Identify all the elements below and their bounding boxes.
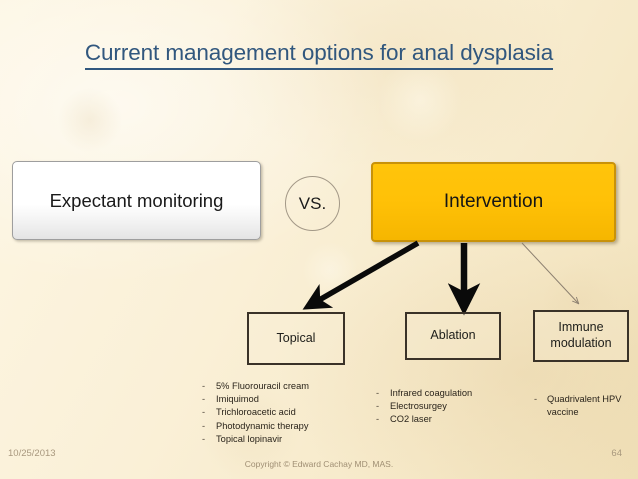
list-item: - Topical lopinavir — [202, 433, 362, 446]
list-item: - Quadrivalent HPV vaccine — [534, 393, 638, 419]
bullet-dash: - — [534, 394, 538, 404]
list-item: - Electrosurgey — [376, 400, 526, 413]
topical-items-list: - 5% Fluorouracil cream - Imiquimod - Tr… — [202, 380, 362, 446]
immune-modulation-items-list: - Quadrivalent HPV vaccine — [534, 393, 638, 419]
list-item-text: 5% Fluorouracil cream — [216, 381, 310, 391]
slide-title-text: Current management options for anal dysp… — [84, 40, 553, 70]
list-item-text: Photodynamic therapy — [216, 420, 309, 431]
bullet-dash: - — [376, 414, 380, 425]
footer-page-number: 64 — [611, 448, 622, 459]
topical-label: Topical — [276, 330, 316, 345]
slide-title: Current management options for anal dysp… — [0, 40, 638, 70]
list-item-text: CO2 laser — [390, 414, 432, 425]
footer-date: 10/25/2013 — [8, 448, 56, 459]
list-item: - Infrared coagulation — [376, 387, 526, 400]
bullet-dash: - — [376, 388, 380, 398]
arrow-to-topical — [302, 240, 420, 310]
list-item: - 5% Fluorouracil cream — [202, 380, 362, 393]
topical-box[interactable]: Topical — [247, 312, 345, 365]
list-item-text: Trichloroacetic acid — [216, 407, 296, 418]
list-item: - Imiquimod — [202, 393, 362, 406]
immune-modulation-label: Immune modulation — [550, 320, 612, 350]
immune-modulation-box[interactable]: Immune modulation — [533, 310, 629, 362]
bullet-dash: - — [202, 420, 206, 431]
list-item-text: Infrared coagulation — [390, 388, 473, 398]
versus-label: VS. — [298, 193, 327, 213]
expectant-monitoring-label: Expectant monitoring — [49, 189, 224, 211]
bullet-dash: - — [202, 394, 206, 405]
expectant-monitoring-box[interactable]: Expectant monitoring — [12, 161, 261, 240]
footer-copyright: Copyright © Edward Cachay MD, MAS. — [244, 459, 394, 469]
arrow-to-immune-modulation — [521, 242, 578, 303]
ablation-box[interactable]: Ablation — [405, 312, 501, 360]
bullet-dash: - — [202, 381, 206, 391]
list-item: - Photodynamic therapy — [202, 420, 362, 433]
list-item-text: Quadrivalent HPV vaccine — [547, 394, 622, 418]
bullet-dash: - — [376, 401, 380, 412]
list-item: - Trichloroacetic acid — [202, 406, 362, 419]
intervention-box[interactable]: Intervention — [371, 162, 616, 242]
bullet-dash: - — [202, 407, 206, 418]
ablation-items-list: - Infrared coagulation - Electrosurgey -… — [376, 387, 526, 427]
ablation-label: Ablation — [430, 328, 476, 343]
list-item-text: Imiquimod — [216, 394, 259, 405]
versus-circle: VS. — [285, 176, 340, 231]
list-item-text: Topical lopinavir — [216, 433, 283, 444]
list-item-text: Electrosurgey — [390, 401, 447, 412]
bullet-dash: - — [202, 433, 206, 444]
intervention-label: Intervention — [443, 191, 544, 212]
list-item: - CO2 laser — [376, 413, 526, 426]
